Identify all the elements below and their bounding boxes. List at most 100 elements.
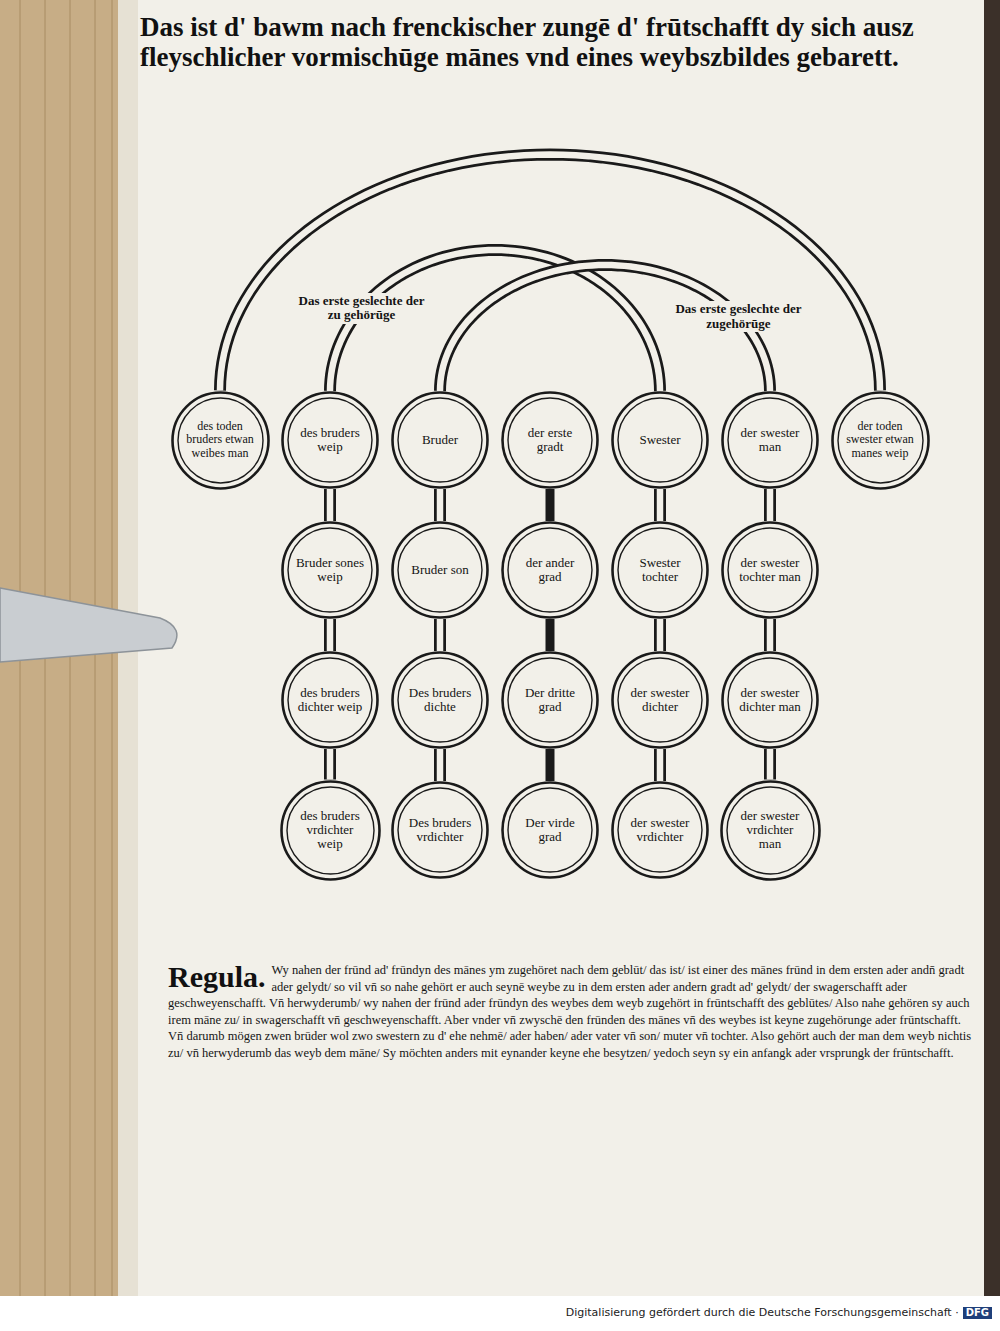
degree-circle: der swester man <box>721 391 819 489</box>
kin-name: des bruders vrdichter weip <box>295 809 365 852</box>
outer-ring <box>503 783 598 878</box>
inner-ring <box>508 658 592 742</box>
band-inner <box>657 489 664 521</box>
descent-bar <box>660 619 661 651</box>
band-inner <box>220 155 880 391</box>
circle-text: des bruders weip <box>295 426 365 455</box>
kin-name: des toden bruders etwan weibes man <box>185 420 255 460</box>
degree-circle: Des bruders vrdichter <box>391 781 489 879</box>
band-outline <box>434 749 446 781</box>
descent-bar <box>440 619 441 651</box>
inner-ring <box>287 787 374 874</box>
outer-ring <box>393 783 488 878</box>
descent-bar <box>550 749 551 781</box>
circle-text: des bruders vrdichter weip <box>295 809 365 852</box>
descent-bar <box>770 489 771 521</box>
descent-bar <box>330 489 331 521</box>
page-clip <box>0 588 177 662</box>
inner-ring <box>288 398 372 482</box>
inner-ring <box>398 788 482 872</box>
funder-logo: DFG <box>963 1307 992 1319</box>
circle-text: der swester dichter man <box>735 686 805 715</box>
inner-ring <box>727 787 814 874</box>
inner-ring <box>178 398 263 483</box>
degree-circle: Des bruders dichte <box>391 651 489 749</box>
kin-name: der swester vrdichter man <box>735 809 805 852</box>
degree-circle: des toden bruders etwan weibes man <box>171 391 270 490</box>
inner-ring <box>288 528 372 612</box>
outer-ring <box>283 523 378 618</box>
kin-name: Der virde grad <box>515 816 585 845</box>
band-outline <box>654 749 666 781</box>
outer-ring <box>283 393 378 488</box>
outer-ring <box>721 781 819 879</box>
inner-ring <box>838 398 923 483</box>
inner-ring <box>618 658 702 742</box>
circle-text: der swester vrdichter man <box>735 809 805 852</box>
degree-circle: der swester vrdichter man <box>720 780 821 881</box>
inner-ring <box>618 528 702 612</box>
degree-circle: der ander grad <box>501 521 599 619</box>
inner-ring <box>618 398 702 482</box>
band-inner <box>767 749 774 780</box>
band-outline <box>546 749 555 781</box>
band-outline <box>324 749 336 780</box>
circle-text: der swester man <box>735 426 805 455</box>
band-inner <box>657 619 664 651</box>
inner-ring <box>398 658 482 742</box>
descent-bar <box>440 749 441 781</box>
kin-name: Der dritte grad <box>515 686 585 715</box>
rule-heading: Regula. <box>168 962 266 992</box>
descent-bar <box>330 619 331 651</box>
footer: Digitalisierung gefördert durch die Deut… <box>566 1306 992 1319</box>
band-outline <box>546 489 555 521</box>
degree-circle: der toden swester etwan manes weip <box>831 391 930 490</box>
band-inner <box>437 749 444 781</box>
outer-ring <box>503 393 598 488</box>
degree-circle: des bruders dichter weip <box>281 651 379 749</box>
outer-ring <box>281 781 379 879</box>
inner-ring <box>398 398 482 482</box>
band-inner <box>327 489 334 521</box>
circle-text: des toden bruders etwan weibes man <box>185 420 255 460</box>
degree-circle: der swester dichter <box>611 651 709 749</box>
band-inner <box>657 749 664 781</box>
circle-text: Bruder <box>422 433 458 447</box>
descent-bar <box>550 489 551 521</box>
circle-text: Bruder sones weip <box>295 556 365 585</box>
circle-text: der toden swester etwan manes weip <box>845 420 915 460</box>
band-outline <box>324 489 336 521</box>
band-inner <box>437 619 444 651</box>
kin-name: des bruders dichter weip <box>295 686 365 715</box>
degree-circle: Swester <box>611 391 709 489</box>
outer-ring <box>613 523 708 618</box>
inner-ring <box>618 788 702 872</box>
kin-name: der toden swester etwan manes weip <box>845 420 915 460</box>
circle-text: Der virde grad <box>515 816 585 845</box>
outer-ring <box>832 392 928 488</box>
descent-bar <box>330 749 331 780</box>
outer-ring <box>172 392 268 488</box>
inner-ring <box>728 658 812 742</box>
page <box>118 0 984 1296</box>
kin-name: Des bruders vrdichter <box>405 816 475 845</box>
page-title: Das ist d' bawm nach frenckischer zungē … <box>140 12 970 72</box>
descent-bar <box>550 619 551 651</box>
kin-name: Bruder sones weip <box>295 556 365 585</box>
circle-text: der swester dichter <box>625 686 695 715</box>
degree-circle: der erste gradt <box>501 391 599 489</box>
inner-ring <box>508 398 592 482</box>
degree-circle: des bruders weip <box>281 391 379 489</box>
degree-circle: Bruder sones weip <box>281 521 379 619</box>
kin-name: der swester dichter <box>625 686 695 715</box>
inner-ring <box>728 528 812 612</box>
inner-ring <box>508 788 592 872</box>
outer-ring <box>613 653 708 748</box>
band-outline <box>434 489 446 521</box>
arc-label: Das erste geslechte der zugehörūge <box>668 301 808 332</box>
footer-strip <box>0 1296 1000 1331</box>
circle-text: Bruder son <box>411 563 468 577</box>
kin-name: Swester <box>639 433 680 447</box>
